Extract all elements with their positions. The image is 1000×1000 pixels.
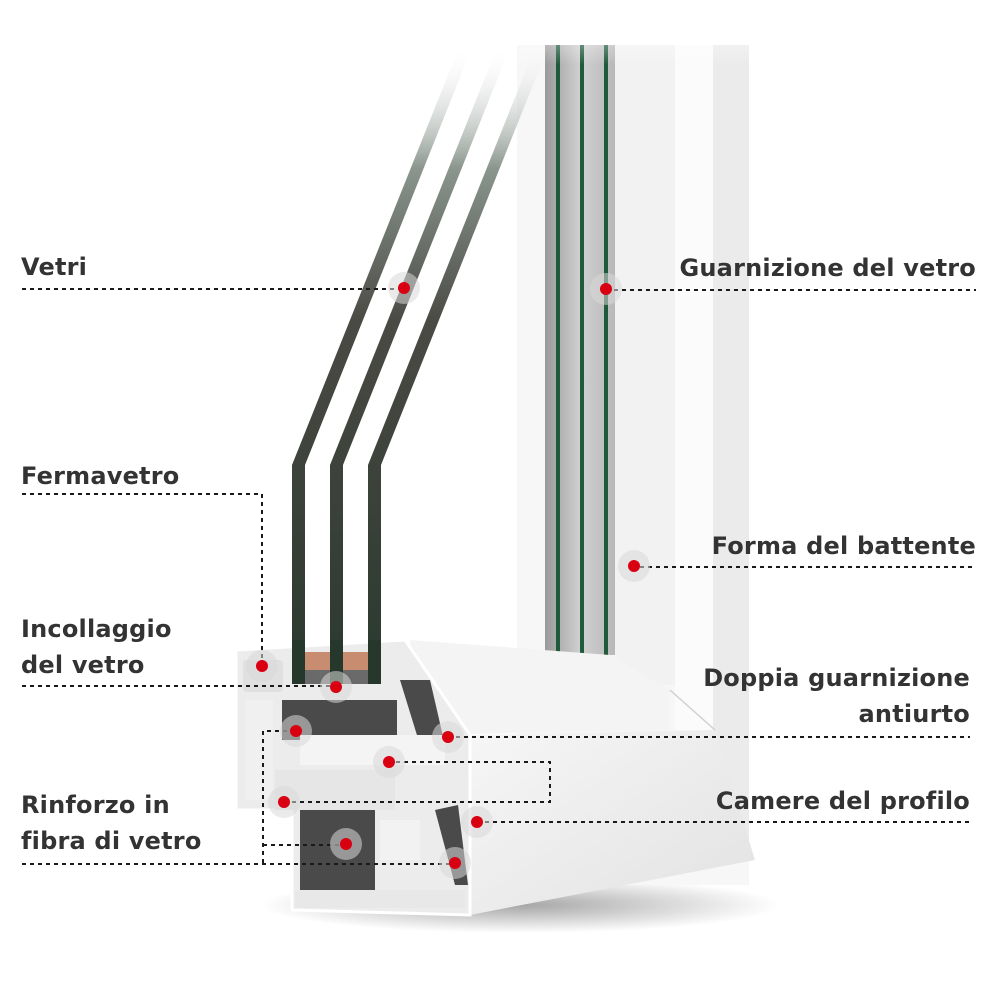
glass-panes <box>292 45 549 660</box>
callout-rinforzo-bottom <box>439 847 471 879</box>
callout-doppia-lower <box>268 786 300 818</box>
callout-incollaggio <box>320 671 352 703</box>
label-vetri: Vetri <box>21 253 88 281</box>
label-camere-del-profilo: Camere del profilo <box>715 787 970 815</box>
callout-vetri <box>388 272 420 304</box>
label-forma-del-battente: Forma del battente <box>711 532 976 560</box>
label-incollaggio-del-vetro: Incollaggio del vetro <box>21 615 172 679</box>
leader-lines <box>22 288 976 865</box>
callout-doppia-middle <box>373 746 405 778</box>
callout-forma <box>618 550 650 582</box>
label-rinforzo-fibra-di-vetro: Rinforzo in fibra di vetro <box>21 791 202 855</box>
bottom-frame <box>410 640 755 915</box>
callout-camere <box>461 806 493 838</box>
callout-rinforzo-lower <box>330 828 362 860</box>
callout-rinforzo-upper <box>280 715 312 747</box>
callout-fermavetro <box>246 650 278 682</box>
profile-cross-section <box>234 638 472 917</box>
label-fermavetro: Fermavetro <box>21 462 180 490</box>
callout-doppia-upper <box>432 721 464 753</box>
callout-markers <box>246 272 650 879</box>
leader-doppia-branch <box>285 761 551 803</box>
label-doppia-guarnizione-antiurto: Doppia guarnizione antiurto <box>703 664 970 728</box>
callout-guarnizione <box>590 273 622 305</box>
leader-fermavetro <box>22 493 263 665</box>
label-guarnizione-del-vetro: Guarnizione del vetro <box>679 254 976 282</box>
